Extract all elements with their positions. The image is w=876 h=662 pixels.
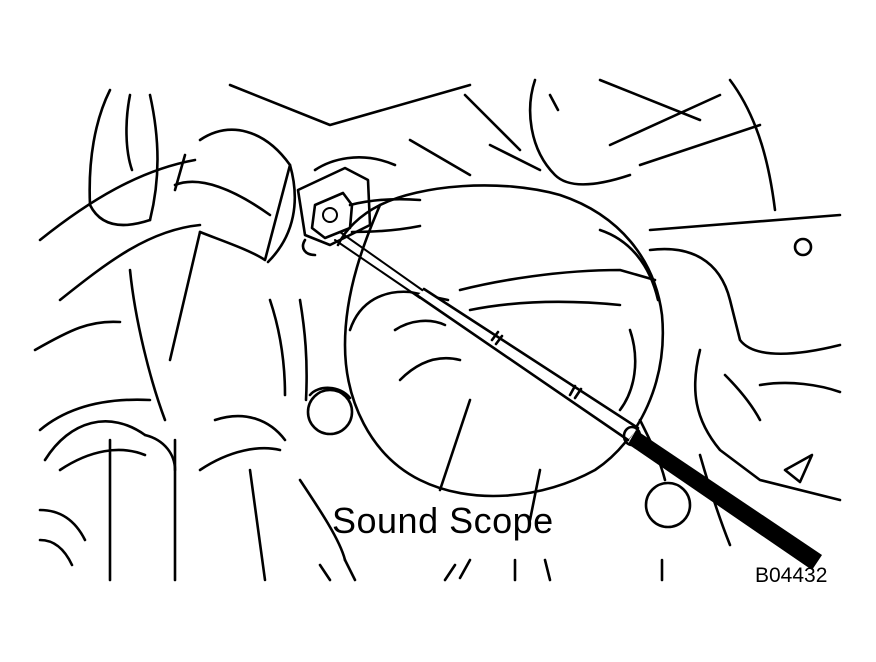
- upper-hose: [38, 128, 296, 422]
- stethoscope-probe-icon: [334, 231, 822, 570]
- right-housing: [648, 213, 842, 547]
- sensor-connector: [296, 166, 422, 257]
- bottom-contours: [248, 468, 664, 582]
- top-contours: [228, 78, 777, 212]
- figure-code: B04432: [755, 564, 828, 587]
- lower-pipe: [38, 386, 354, 582]
- timing-cover: [336, 184, 692, 529]
- sound-scope-label: Sound Scope: [332, 500, 554, 541]
- left-frame: [33, 88, 308, 432]
